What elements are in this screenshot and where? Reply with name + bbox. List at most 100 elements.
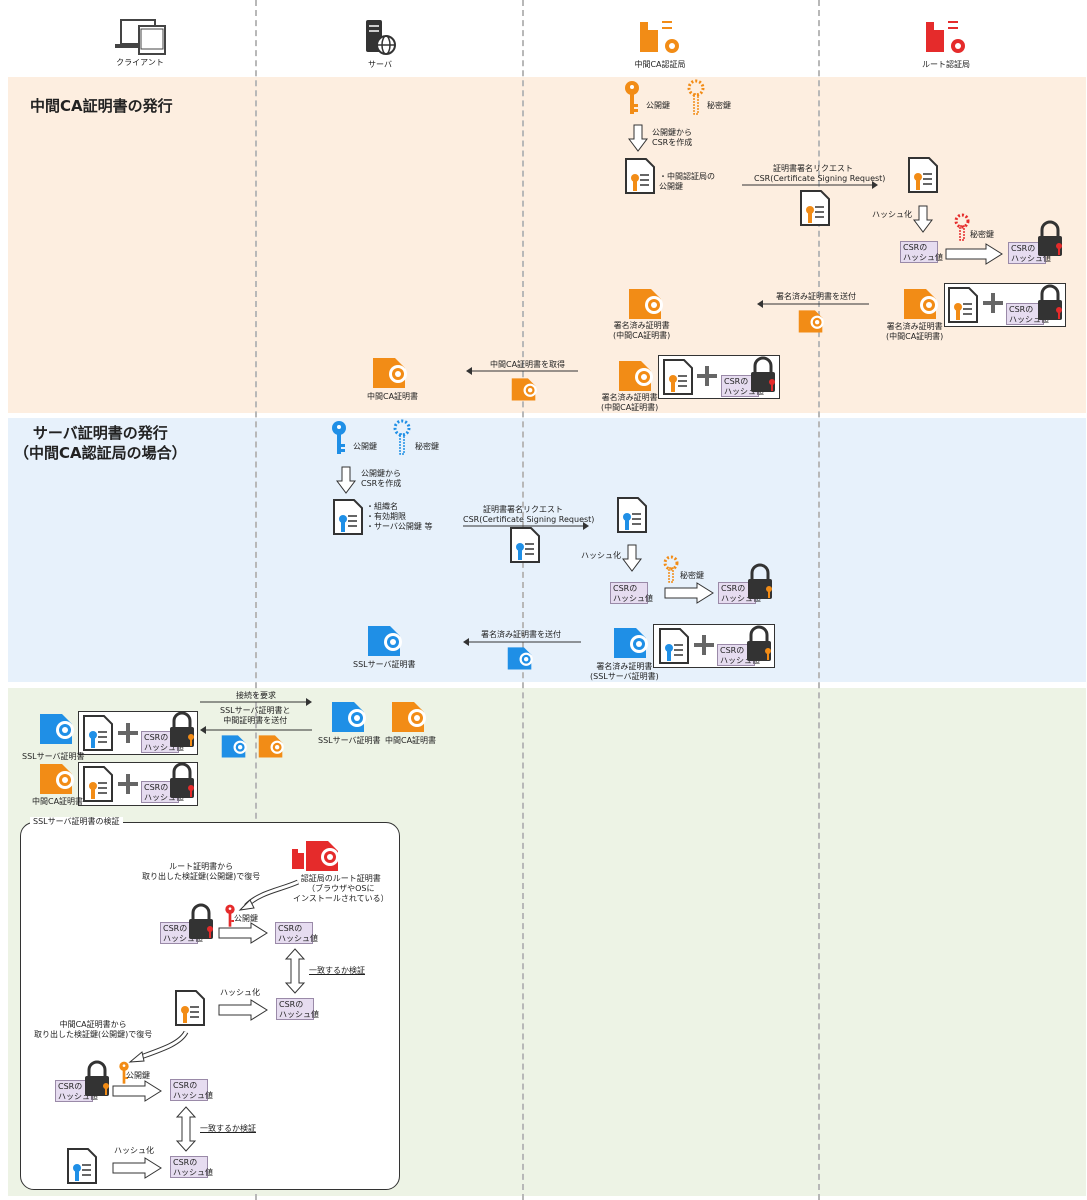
certificate-icon [392,702,426,732]
section-server-band [8,418,1086,682]
plus-icon [983,293,1003,313]
certificate-icon [619,361,653,391]
private-key-icon [393,419,411,455]
lock-icon [170,711,194,747]
lane-divider-3 [818,0,820,1200]
laptop-icon [115,19,166,55]
lane-divider-2 [522,0,524,1200]
public-key-label: 公開鍵 [646,101,670,110]
csr-hash-value: CSRの ハッシュ値 [170,1079,213,1101]
csr-create-label: 公開鍵から CSRを作成 [361,469,402,488]
csr-hash-value: CSRの ハッシュ値 [900,241,943,263]
verify-box [20,822,400,1190]
ssl-cert-label: SSLサーバ証明書 [353,660,416,669]
plus-icon [694,635,714,655]
csr-document-icon [83,766,113,802]
root-public-key-icon [225,904,235,927]
intermediate-cert-label: 中間CA証明書 [367,392,419,401]
certificate-icon [629,289,663,319]
csr-hash-value: CSRの ハッシュ値 [141,781,184,803]
client-lane-header: クライアント [100,18,180,68]
ca-private-key-icon [663,555,679,583]
send-certs-arrow [200,726,312,734]
csr-document-icon [625,158,655,194]
down-arrow [336,466,356,494]
hash-label: ハッシュ化 [220,988,260,997]
public-key-label: 公開鍵 [126,1071,150,1080]
get-cert-label: 中間CA証明書を取得 [490,360,566,369]
public-key-label: 公開鍵 [353,442,377,451]
ca-private-key-label: 秘密鍵 [680,571,704,580]
right-arrow [112,1157,162,1179]
right-arrow [218,922,268,944]
connect-arrow [200,698,312,706]
right-arrow [112,1080,162,1102]
plus-icon [118,774,138,794]
csr-hash-value: CSRの ハッシュ値 [721,375,764,397]
csr-hash-value: CSRの ハッシュ値 [160,922,203,944]
send-arrow [757,300,869,308]
down-arrow [628,124,648,152]
signed-cert-label: 署名済み証明書 (中間CA証明書) [886,322,944,341]
send-certs-label: SSLサーバ証明書と 中間証明書を送付 [220,706,291,725]
client-intermediate-cert-label: 中間CA証明書 [32,797,84,806]
up-down-arrow [175,1106,197,1152]
ssl-cert-label: SSLサーバ証明書 [318,736,381,745]
plus-icon [118,723,138,743]
certificate-icon [40,764,74,794]
public-key-icon [332,421,346,454]
hash-label: ハッシュ化 [581,551,621,560]
plus-icon [697,366,717,386]
intermediate-cert-label: 中間CA証明書 [385,736,437,745]
request-arrow [463,522,589,530]
send-arrow [463,638,581,646]
csr-document-icon [800,190,830,226]
certificate-icon [511,378,537,401]
csr-document-icon [908,157,938,193]
server-lane-label: サーバ [368,60,392,69]
csr-document-icon [659,628,689,664]
intermediate-lane-header: 中間CA認証局 [625,16,695,70]
private-key-label: 秘密鍵 [707,101,731,110]
intermediate-lane-label: 中間CA認証局 [634,60,686,69]
connect-request-label: 接続を要求 [236,691,276,700]
lock-icon [1038,284,1062,320]
lock-icon [748,563,772,599]
signed-cert-label: 署名済み証明書 (中間CA証明書) [601,393,659,412]
right-arrow [218,999,268,1021]
hash-label: ハッシュ化 [872,210,912,219]
server-icon [366,20,396,55]
root-decrypt-label: ルート証明書から 取り出した検証鍵(公開鍵)で復号 [142,862,261,881]
csr-fields-label: ・組織名 ・有効期限 ・サーバ公開鍵 等 [366,502,433,531]
server-lane-header: サーバ [345,18,415,70]
down-arrow [622,544,642,572]
lock-icon [85,1060,109,1096]
lock-icon [170,762,194,798]
csr-document-icon [175,990,205,1026]
root-private-key-icon [954,213,970,241]
certificate-icon [373,358,407,388]
private-key-label: 秘密鍵 [415,442,439,451]
up-down-arrow [284,948,306,994]
certificate-icon [798,310,824,333]
lock-icon [751,356,775,392]
section1-title: 中間CA証明書の発行 [30,97,173,115]
intermediate-decrypt-label: 中間CA証明書から 取り出した検証鍵(公開鍵)で復号 [34,1020,153,1039]
csr-document-icon [617,497,647,533]
signed-cert-label: 署名済み証明書 (中間CA証明書) [613,321,671,340]
csr-hash-value: CSRの ハッシュ値 [275,922,318,944]
curve-arrow [128,1030,189,1063]
signed-cert-label: 署名済み証明書 (SSLサーバ証明書) [590,662,659,681]
certificate-icon [221,735,247,758]
lock-icon [189,903,213,939]
lock-icon [1038,220,1062,256]
request-label-1: 証明書署名リクエスト [483,505,563,514]
match-verify-label: 一致するか検証 [200,1124,256,1133]
private-key-icon [687,79,705,115]
csr-hash-value: CSRの ハッシュ値 [717,644,760,666]
certificate-icon [368,626,402,656]
root-lane-label: ルート認証局 [922,60,970,69]
csr-document-icon [948,287,978,323]
csr-note-label: ・中間認証局の 公開鍵 [659,172,715,191]
csr-document-icon [333,499,363,535]
